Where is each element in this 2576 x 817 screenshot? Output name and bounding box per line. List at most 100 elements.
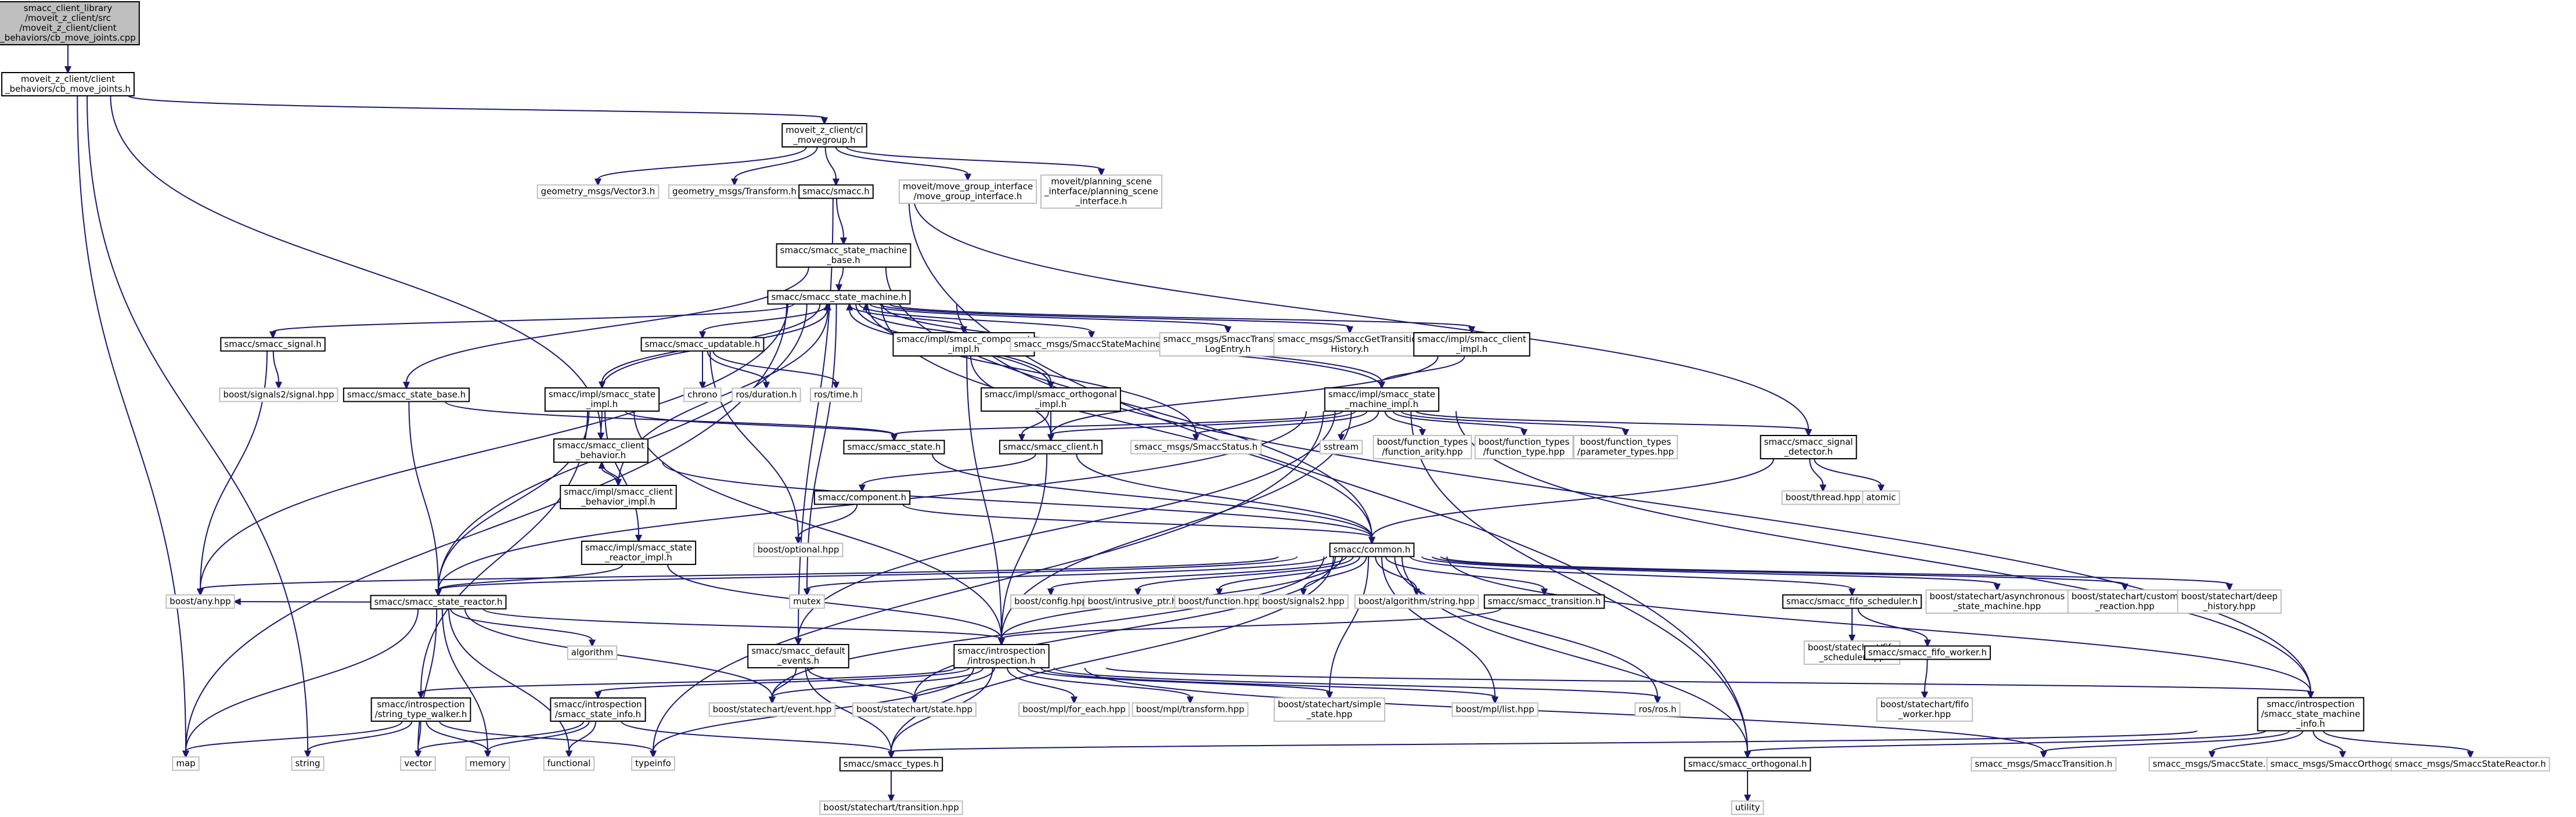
node-types-h[interactable]: smacc/smacc_types.h <box>839 757 943 772</box>
include-edge <box>1337 411 1379 442</box>
node-label-line: boost/signals2.hpp <box>1262 596 1345 607</box>
include-edge <box>77 95 190 758</box>
edge-line <box>1001 454 1048 639</box>
node-label-line: boost/mpl/for_each.hpp <box>1022 704 1126 715</box>
node-label-line: vector <box>404 758 432 769</box>
node-label-line: /moveit_z_client/src <box>25 13 111 24</box>
node-label-line: boost/intrusive_ptr.hpp <box>1088 596 1188 607</box>
node-label-line: smacc/smacc_types.h <box>844 759 939 770</box>
node-state-h[interactable]: smacc/smacc_state.h <box>843 440 945 455</box>
node-label-line: boost/statechart/custom <box>2071 591 2178 602</box>
node-client-behavior-h[interactable]: smacc/smacc_client_behavior.h <box>553 438 648 463</box>
node-msg-transition-h: smacc_msgs/SmaccTransition.h <box>1970 757 2117 772</box>
node-signal-h[interactable]: smacc/smacc_signal.h <box>220 337 326 352</box>
node-state-reactor-h[interactable]: smacc/smacc_state_reactor.h <box>370 595 507 610</box>
node-introspection-h[interactable]: smacc/introspection/introspection.h <box>953 644 1050 668</box>
node-client-behavior-impl-h[interactable]: smacc/impl/smacc_client_behavior_impl.h <box>560 485 677 509</box>
include-edge <box>408 401 442 597</box>
node-label-line: /smacc_state_machine <box>2261 709 2361 720</box>
node-sm-info-h[interactable]: smacc/introspection/smacc_state_machine_… <box>2257 697 2365 732</box>
arrowhead <box>1877 484 1885 492</box>
node-box <box>1258 594 1349 609</box>
node-box <box>789 594 825 609</box>
node-state-info-h[interactable]: smacc/introspection/smacc_state_info.h <box>550 697 646 722</box>
node-box <box>1132 702 1249 717</box>
arrowhead <box>233 598 241 606</box>
node-label-line: smacc/smacc_fifo_scheduler.h <box>1786 596 1918 607</box>
node-deep-history-hpp: boost/statechart/deep_history.hpp <box>2177 589 2282 614</box>
node-signal-detector-h[interactable]: smacc/smacc_signal_detector.h <box>1760 435 1857 459</box>
node-map: map <box>172 756 200 771</box>
edge-line <box>77 95 186 751</box>
include-edge <box>824 146 840 186</box>
node-label-line: algorithm <box>571 647 613 658</box>
node-atomic: atomic <box>1862 490 1900 505</box>
include-edge <box>869 303 1232 334</box>
node-label-line: smacc_msgs/SmaccStateReactor.h <box>2395 759 2546 770</box>
node-state-reactor-impl-h[interactable]: smacc/impl/smacc_state_reactor_impl.h <box>581 541 697 565</box>
node-state-impl-h[interactable]: smacc/impl/smacc_state_impl.h <box>544 387 660 412</box>
node-box <box>1684 757 1811 772</box>
node-box <box>172 756 200 771</box>
arrowhead <box>1337 434 1345 442</box>
arrowhead <box>862 303 870 311</box>
edge-line <box>848 304 964 327</box>
node-client-impl-h[interactable]: smacc/impl/smacc_client_impl.h <box>1413 332 1530 357</box>
node-label-line: _impl.h <box>1035 399 1067 410</box>
node-fifo-worker-h[interactable]: smacc/smacc_fifo_worker.h <box>1864 645 1991 660</box>
node-smacc-h[interactable]: smacc/smacc.h <box>798 184 874 199</box>
node-sm-base-h[interactable]: smacc/smacc_state_machine_base.h <box>776 243 911 268</box>
node-common-h[interactable]: smacc/common.h <box>1329 542 1415 557</box>
node-fifo-scheduler-h[interactable]: smacc/smacc_fifo_scheduler.h <box>1782 594 1922 609</box>
arrowhead <box>2466 751 2474 759</box>
node-box <box>1413 332 1530 357</box>
node-box <box>400 756 436 771</box>
include-edge <box>730 146 818 186</box>
arrowhead <box>1923 639 1932 647</box>
node-label-line: _behaviors/cb_move_joints.cpp <box>0 33 136 44</box>
node-label-line: _history.hpp <box>2203 601 2256 612</box>
node-box <box>1970 757 2117 772</box>
include-edge <box>604 411 643 543</box>
arrowhead <box>1047 588 1055 596</box>
include-edge <box>1134 556 1354 596</box>
node-orthogonal-impl-h[interactable]: smacc/impl/smacc_orthogonal_impl.h <box>981 387 1121 412</box>
node-sm-impl-h[interactable]: smacc/impl/smacc_state_machine_impl.h <box>1324 387 1440 412</box>
include-edge <box>597 411 605 441</box>
node-box <box>543 756 595 771</box>
node-updatable-h[interactable]: smacc/smacc_updatable.h <box>640 337 765 352</box>
node-label-line: boost/mpl/transform.hpp <box>1136 704 1245 715</box>
edge-line <box>1381 355 1465 383</box>
arrowhead <box>794 537 802 545</box>
node-default-events-h[interactable]: smacc/smacc_default_events.h <box>747 644 849 668</box>
node-simple-state-hpp: boost/statechart/simple_state.hpp <box>1273 697 1386 722</box>
node-client-h[interactable]: smacc/smacc_client.h <box>999 440 1103 455</box>
node-transition-h[interactable]: smacc/smacc_transition.h <box>1483 594 1605 609</box>
node-label-line: boost/any.hpp <box>170 596 230 607</box>
arrowhead <box>2208 751 2216 759</box>
node-component-h[interactable]: smacc/component.h <box>813 490 911 505</box>
include-edge <box>1743 730 2267 759</box>
node-cb-move-joints-h[interactable]: moveit_z_client/client_behaviors/cb_move… <box>1 72 135 96</box>
node-label-line: smacc/smacc_signal.h <box>224 339 321 350</box>
node-cl-movegroup-h[interactable]: moveit_z_client/cl_movegroup.h <box>781 123 867 147</box>
node-mpl-transform-hpp: boost/mpl/transform.hpp <box>1132 702 1249 717</box>
node-memory: memory <box>465 756 510 771</box>
node-box <box>291 756 325 771</box>
edge-line <box>807 667 915 697</box>
include-edge <box>110 95 605 441</box>
node-orthogonal-h[interactable]: smacc/smacc_orthogonal.h <box>1684 757 1811 772</box>
node-sm-h[interactable]: smacc/smacc_state_machine.h <box>767 290 911 305</box>
node-label-line: _info.h <box>2296 719 2325 730</box>
node-label-line: smacc_msgs/SmaccState.h <box>2153 759 2271 770</box>
edge-line <box>798 198 834 639</box>
node-label-line: smacc_msgs/SmaccStatus.h <box>1134 442 1258 453</box>
include-edge <box>846 146 1105 177</box>
node-state-base-h[interactable]: smacc/smacc_state_base.h <box>343 387 470 402</box>
edge-line <box>625 411 895 436</box>
include-edge <box>1415 411 1813 437</box>
edge-line <box>862 454 1036 486</box>
node-string-type-walker-h[interactable]: smacc/introspection/string_type_walker.h <box>370 697 471 722</box>
edge-line <box>1747 730 2267 753</box>
node-root[interactable]: smacc_client_library/moveit_z_client/src… <box>0 1 140 45</box>
